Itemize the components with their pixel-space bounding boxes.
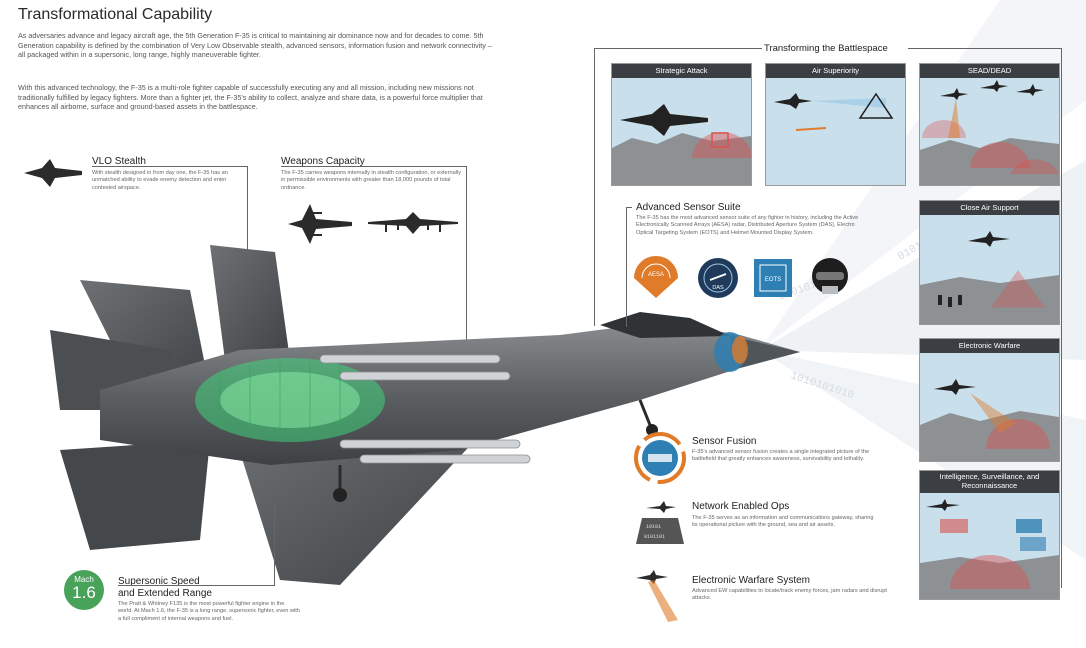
panel-sead-dead: SEAD/DEAD [919, 63, 1060, 186]
das-badge-icon [698, 258, 738, 298]
weapons-capacity-title: Weapons Capacity [281, 156, 365, 167]
panel-close-air-support: Close Air Support [919, 200, 1060, 325]
aesa-badge-label: AESA [648, 272, 664, 278]
mach-value: 1.6 [72, 583, 96, 602]
panel-air-superiority-title: Air Superiority [766, 64, 905, 78]
sensor-fusion-icon [634, 432, 686, 484]
battlespace-title: Transforming the Battlespace [764, 43, 888, 54]
panel-close-air-support-title: Close Air Support [920, 201, 1059, 215]
panel-isr-title: Intelligence, Surveillance, and Reconnai… [920, 471, 1059, 493]
page-title: Transformational Capability [18, 6, 213, 23]
weapons-capacity-text: The F-35 carries weapons internally in s… [281, 170, 462, 191]
panel-air-superiority: Air Superiority [765, 63, 906, 186]
weapons-front-view-icon [368, 212, 458, 234]
vlo-stealth-text: With stealth designed in from day one, t… [92, 170, 228, 191]
network-ops-title: Network Enabled Ops [692, 501, 790, 512]
ew-system-icon [636, 570, 678, 622]
sensor-badges: AESA DAS EOTS [634, 256, 848, 298]
network-ops-text: The F-35 serves as an information and co… [692, 515, 874, 529]
svg-text:0101101: 0101101 [644, 534, 665, 540]
intro-paragraph-2: With this advanced technology, the F-35 … [18, 83, 483, 112]
vlo-stealth-title: VLO Stealth [92, 156, 146, 167]
panel-electronic-warfare: Electronic Warfare [919, 338, 1060, 462]
stealth-jet-icon [24, 159, 82, 187]
network-ops-icon: 10101 0101101 [636, 501, 684, 544]
eots-badge-icon [754, 259, 792, 297]
f35-cutaway-illustration [50, 245, 800, 585]
supersonic-text: The Pratt & Whitney F135 is the most pow… [118, 601, 300, 622]
sensor-fusion-title: Sensor Fusion [692, 436, 757, 447]
ew-system-text: Advanced EW capabilities to locate/track… [692, 588, 887, 602]
panel-strategic-attack: Strategic Attack [611, 63, 752, 186]
helmet-icon [812, 258, 848, 294]
eots-badge-label: EOTS [765, 277, 781, 283]
mach-label: Mach [74, 575, 94, 584]
sensor-fusion-text: F-35's advanced sensor fusion creates a … [692, 449, 870, 463]
intro-paragraph-1: As adversaries advance and legacy aircra… [18, 31, 492, 60]
mach-badge: Mach 1.6 [64, 570, 104, 610]
ew-system-title: Electronic Warfare System [692, 575, 810, 586]
sensor-suite-text: The F-35 has the most advanced sensor su… [636, 215, 859, 236]
sensor-suite-title: Advanced Sensor Suite [636, 202, 741, 213]
das-badge-label: DAS [712, 285, 724, 291]
aesa-badge-icon [634, 256, 678, 298]
weapons-top-view-icon [288, 204, 352, 244]
svg-text:10101: 10101 [646, 524, 661, 530]
panel-sead-dead-title: SEAD/DEAD [920, 64, 1059, 78]
panel-electronic-warfare-title: Electronic Warfare [920, 339, 1059, 353]
supersonic-title-line2: and Extended Range [118, 588, 212, 599]
panel-isr: Intelligence, Surveillance, and Reconnai… [919, 470, 1060, 600]
panel-strategic-attack-title: Strategic Attack [612, 64, 751, 78]
supersonic-title-line1: Supersonic Speed [118, 576, 200, 587]
